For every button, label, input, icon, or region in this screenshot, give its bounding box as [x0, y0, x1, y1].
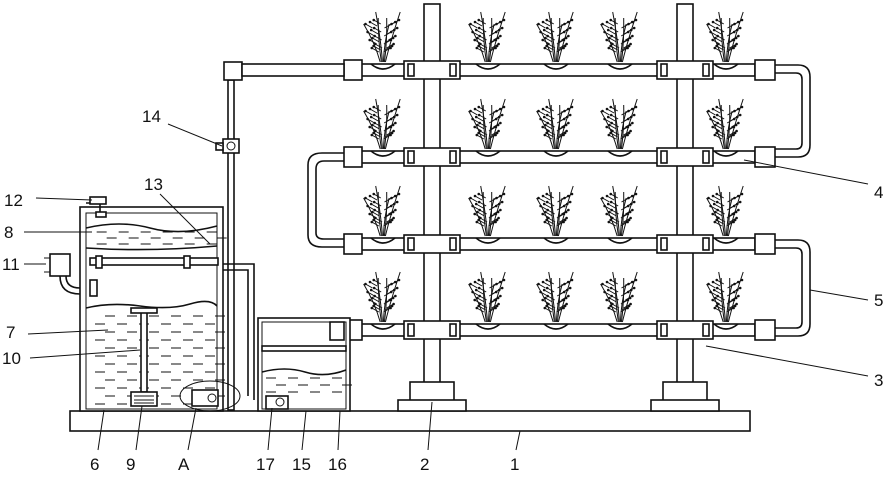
column-clamp [656, 60, 714, 80]
plant [468, 185, 506, 244]
clamp-bolt [407, 150, 415, 164]
base-plate [69, 410, 751, 432]
label-10: 10 [2, 349, 21, 368]
plant [363, 98, 401, 157]
label-4: 4 [874, 183, 883, 202]
plant [468, 98, 506, 157]
pipe-fitting-right [754, 146, 776, 168]
plant [706, 185, 744, 244]
plant [600, 98, 638, 157]
column-clamp [403, 147, 461, 167]
clamp-bolt [660, 323, 668, 337]
plant [536, 185, 574, 244]
clamp-bolt [449, 237, 457, 251]
leader-lines [24, 123, 869, 451]
plant [363, 185, 401, 244]
label-15: 15 [292, 455, 311, 474]
return-pipe [222, 263, 255, 400]
u-bend-right-1-inner [775, 72, 803, 150]
label-A: A [178, 455, 190, 474]
pipe-fitting-left [343, 59, 363, 81]
plant [468, 11, 506, 70]
clamp-bolt [702, 237, 710, 251]
return-pipe-inner [222, 269, 249, 396]
tier-4 [343, 271, 776, 341]
plant [600, 185, 638, 244]
label-6: 6 [90, 455, 99, 474]
clamp-bolt [449, 323, 457, 337]
label-9: 9 [126, 455, 135, 474]
label-11: 11 [2, 255, 20, 274]
column-clamp [403, 320, 461, 340]
label-16: 16 [328, 455, 347, 474]
clamp-bolt [449, 63, 457, 77]
u-bend-left-inner [315, 160, 345, 240]
tier-2 [343, 98, 776, 168]
small-tank [257, 317, 352, 412]
column-clamp [403, 60, 461, 80]
u-bend-left [307, 152, 345, 248]
column-right [650, 3, 720, 412]
plant [600, 11, 638, 70]
plant [363, 271, 401, 330]
clamp-bolt [407, 323, 415, 337]
column-clamp [656, 234, 714, 254]
plant [600, 271, 638, 330]
clamp-bolt [407, 63, 415, 77]
label-17: 17 [256, 455, 275, 474]
plant [706, 98, 744, 157]
label-3: 3 [874, 371, 883, 390]
label-1: 1 [510, 455, 519, 474]
plant [706, 271, 744, 330]
main-tank [44, 196, 241, 412]
label-7: 7 [6, 323, 15, 342]
label-2: 2 [420, 455, 429, 474]
clamp-bolt [660, 63, 668, 77]
pipe-fitting-left [343, 146, 363, 168]
clamp-bolt [449, 150, 457, 164]
label-13: 13 [144, 175, 163, 194]
pipe-fitting-right [754, 233, 776, 255]
clamp-bolt [702, 323, 710, 337]
u-bend-right-2-inner [775, 247, 803, 329]
clamp-bolt [407, 237, 415, 251]
label-14: 14 [142, 107, 161, 126]
pipe-fitting-left [343, 233, 363, 255]
label-5: 5 [874, 291, 883, 310]
tier-3 [343, 185, 776, 255]
u-bend-right-2 [775, 239, 811, 337]
label-12: 12 [4, 191, 23, 210]
clamp-bolt [660, 150, 668, 164]
plant [363, 11, 401, 70]
label-8: 8 [4, 223, 13, 242]
clamp-bolt [660, 237, 668, 251]
column-clamp [656, 147, 714, 167]
pipe-fitting-right [754, 59, 776, 81]
u-bend-right-1 [775, 64, 811, 158]
column-clamp [403, 234, 461, 254]
plant [536, 11, 574, 70]
tier-1 [343, 11, 776, 81]
tier-group [343, 11, 776, 341]
plant [468, 271, 506, 330]
clamp-bolt [702, 150, 710, 164]
clamp-bolt [702, 63, 710, 77]
column-clamp [656, 320, 714, 340]
feed-riser [215, 61, 345, 411]
plant [536, 271, 574, 330]
plant [536, 98, 574, 157]
pipe-fitting-right [754, 319, 776, 341]
plant [706, 11, 744, 70]
